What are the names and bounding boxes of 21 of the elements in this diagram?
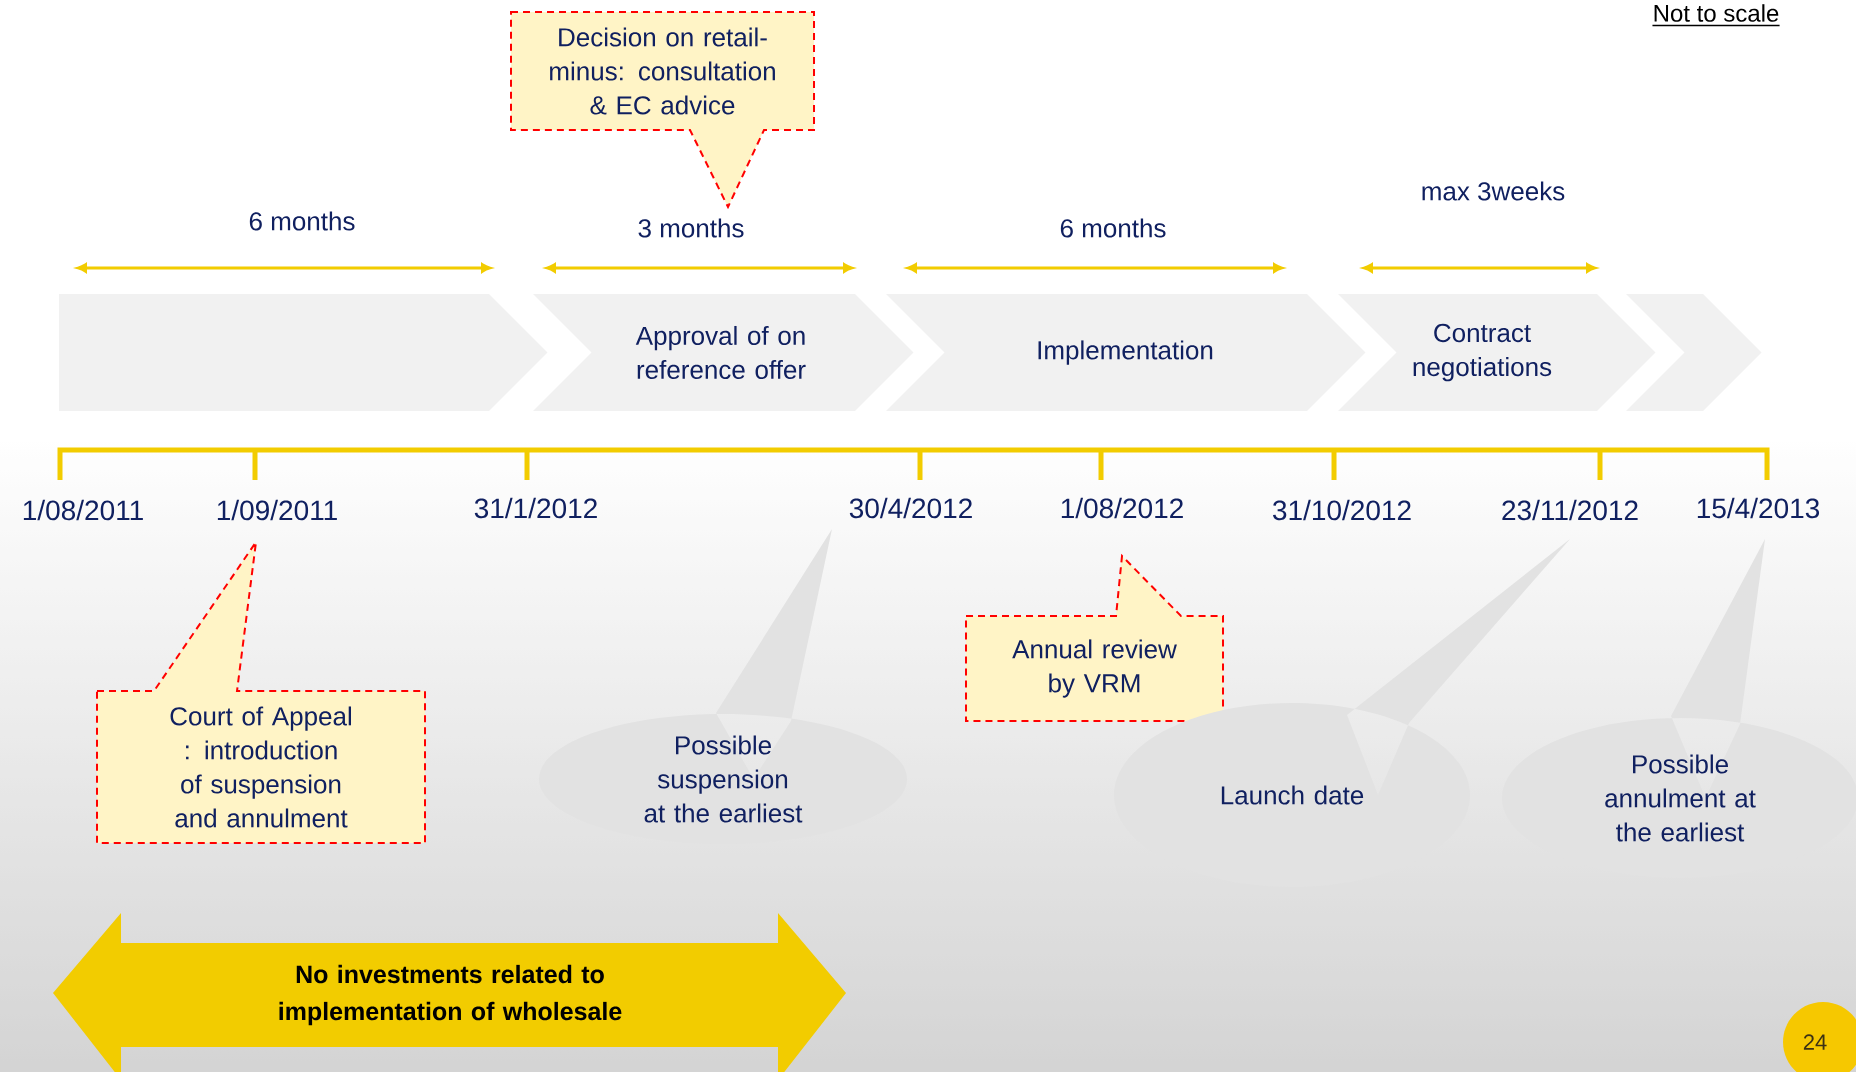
note-text: Not to scale (1651, 4, 1781, 27)
chevron-band: Approval of on reference offer (533, 294, 914, 411)
duration-label: max 3weeks (1422, 181, 1565, 201)
date-label: 31/10/2012 (1273, 499, 1411, 521)
speech-bubble: Possible suspension at the earliest (539, 529, 907, 844)
chevron-band: Implementation (886, 294, 1366, 411)
speech-bubble: Possible annulment at the earliest (1502, 539, 1856, 878)
date-label: 23/11/2012 (1502, 499, 1638, 521)
double-arrow-banner: No investments related to implementation of wholesale (53, 913, 846, 1072)
duration-label: 6 months (249, 211, 355, 231)
page-number-badge: 24 (1783, 1002, 1856, 1072)
callout-box: Decision on retail-minus: consultation & EC advice (510, 11, 815, 210)
callout-box: Annual review by VRM (965, 553, 1224, 722)
date-label: 31/1/2012 (474, 497, 597, 519)
chevron-band: Contract negotiations (1338, 294, 1656, 411)
date-label: 30/4/2012 (849, 497, 972, 519)
duration-label: 3 months (638, 218, 744, 238)
duration-label: 6 months (1060, 218, 1166, 238)
callout-box: Court of Appeal : introduction of suspension and annulment (96, 538, 426, 844)
date-label: 1/08/2011 (23, 499, 143, 521)
date-label: 1/08/2012 (1061, 497, 1183, 519)
